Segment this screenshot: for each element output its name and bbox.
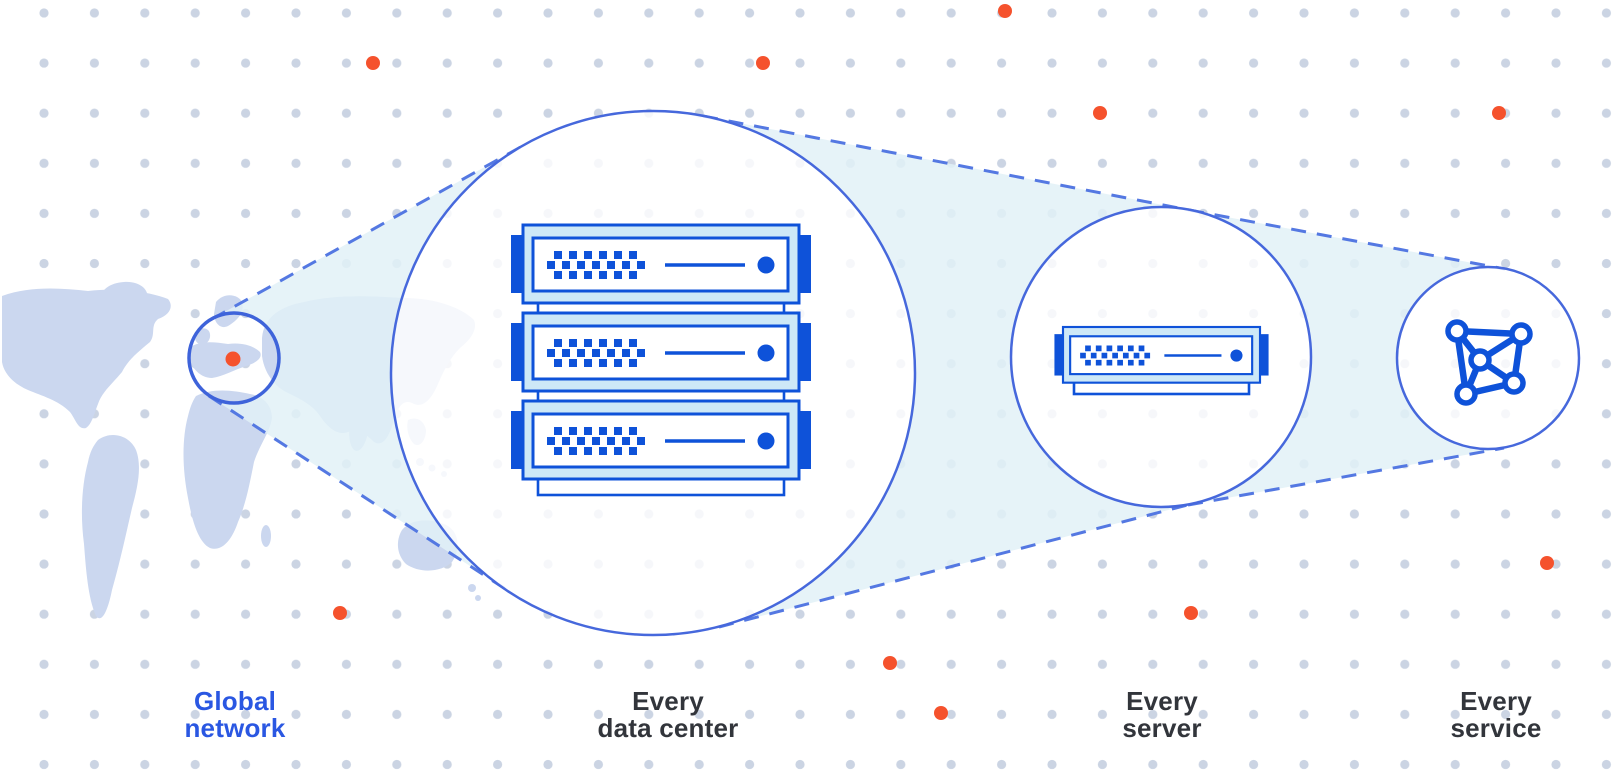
mesh-network-icon	[1445, 319, 1533, 406]
global-network-circle	[187, 311, 281, 405]
location-marker-dot	[225, 351, 241, 367]
label-line: server	[1122, 713, 1202, 743]
server-unit-3	[509, 399, 813, 481]
label-line: Every	[632, 686, 704, 716]
label-every-data-center: Every data center	[508, 688, 828, 742]
label-line: Every	[1126, 686, 1198, 716]
zoom-cone-datacenter-to-server	[703, 116, 1199, 627]
label-line: Global	[193, 686, 277, 716]
zoom-dashed-lines	[208, 114, 1506, 629]
zoom-cone-map-to-datacenter	[209, 144, 526, 592]
label-line: data center	[597, 713, 739, 743]
server-rack-icon	[509, 223, 813, 497]
server-unit-2	[509, 311, 813, 393]
accent-dots	[333, 4, 1554, 720]
label-line: Every	[1460, 686, 1532, 716]
label-global-network: Global network	[75, 688, 395, 742]
server-unit-1	[509, 223, 813, 305]
label-every-service: Every service	[1336, 688, 1620, 742]
label-every-server: Every server	[1002, 688, 1322, 742]
zoom-cones	[209, 116, 1505, 627]
label-line: network	[184, 713, 286, 743]
label-line: service	[1450, 713, 1542, 743]
zoom-cone-server-to-service	[1188, 210, 1505, 505]
single-server-icon	[1053, 325, 1270, 396]
